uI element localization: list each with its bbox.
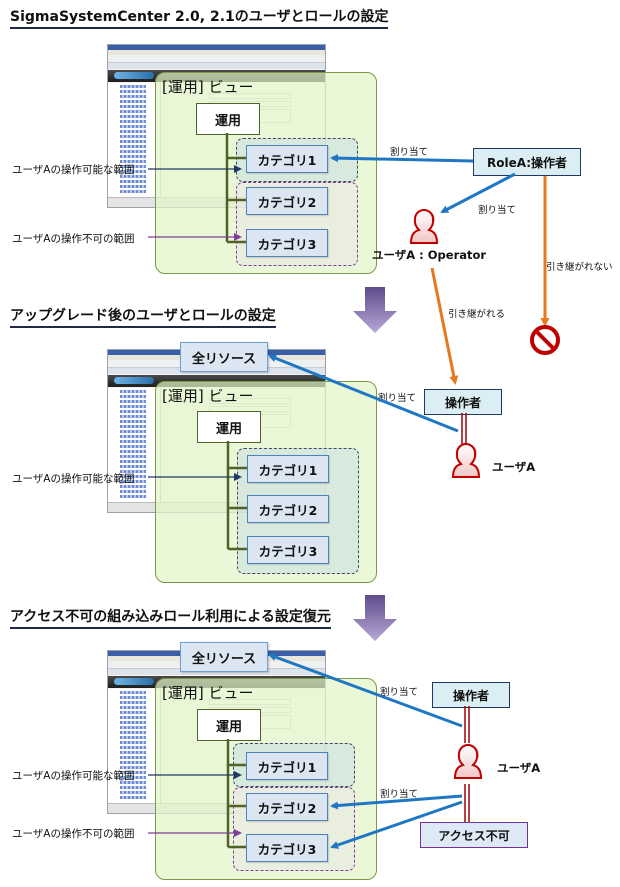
section3-assign-label-2: 割り当て xyxy=(380,789,419,800)
section3-assign-label-1: 割り当て xyxy=(380,687,419,698)
section1-inherited-line xyxy=(430,267,459,385)
section2-category-1[interactable]: カテゴリ1 xyxy=(247,455,329,483)
section3-operable-label: ユーザAの操作可能な範囲 xyxy=(12,770,135,782)
no-entry-icon xyxy=(530,325,560,355)
section1-not-inherited-label: 引き継がれない xyxy=(546,262,613,273)
section3-category-1[interactable]: カテゴリ1 xyxy=(246,752,328,780)
section2-user-label: ユーザA xyxy=(492,460,536,474)
section2-role-note[interactable]: 操作者 xyxy=(424,389,502,415)
sigma-logo-icon xyxy=(114,678,154,685)
sigma-logo-icon xyxy=(114,72,154,79)
section3-role-note[interactable]: 操作者 xyxy=(432,682,510,708)
browser-tree-pane xyxy=(108,689,161,803)
section2-root-node[interactable]: 運用 xyxy=(197,411,261,443)
browser-tree-pane xyxy=(108,388,161,502)
section1-assign-label-2: 割り当て xyxy=(478,205,517,216)
section3-category-2[interactable]: カテゴリ2 xyxy=(246,793,328,821)
section3-all-resources[interactable]: 全リソース xyxy=(180,642,268,672)
section2-role-user-link xyxy=(461,413,467,444)
section3-user-deny-link xyxy=(464,784,470,822)
stage-arrow-2 xyxy=(353,595,397,641)
section1-category-1[interactable]: カテゴリ1 xyxy=(246,145,328,173)
section2-assign-label: 割り当て xyxy=(378,393,417,404)
section2-user-icon xyxy=(451,443,481,478)
section3-category-3[interactable]: カテゴリ3 xyxy=(246,834,328,862)
browser-tree-pane xyxy=(108,83,161,197)
section2-heading: アップグレード後のユーザとロールの設定 xyxy=(10,305,276,328)
section2-all-resources[interactable]: 全リソース xyxy=(180,342,268,372)
section3-user-icon xyxy=(453,744,483,779)
section1-user-label: ユーザA : Operator xyxy=(372,248,487,262)
section1-assign-label-1: 割り当て xyxy=(390,147,429,158)
section3-user-label: ユーザA xyxy=(497,761,541,775)
section1-heading: SigmaSystemCenter 2.0, 2.1のユーザとロールの設定 xyxy=(10,6,389,29)
section3-heading: アクセス不可の組み込みロール利用による設定復元 xyxy=(10,606,331,629)
section1-inherited-label: 引き継がれる xyxy=(448,309,506,320)
section3-role-user-link xyxy=(464,706,470,743)
section2-view-title: [運用] ビュー xyxy=(162,387,254,405)
section3-root-node[interactable]: 運用 xyxy=(197,709,261,741)
sigma-logo-icon xyxy=(114,377,154,384)
section2-category-2[interactable]: カテゴリ2 xyxy=(247,495,329,523)
section1-operable-label: ユーザAの操作可能な範囲 xyxy=(12,164,135,176)
stage-arrow-1 xyxy=(353,287,397,333)
section1-role-note[interactable]: RoleA:操作者 xyxy=(473,148,581,176)
section1-root-node[interactable]: 運用 xyxy=(196,103,260,135)
section3-not-operable-label: ユーザAの操作不可の範囲 xyxy=(12,828,135,840)
section3-deny-note[interactable]: アクセス不可 xyxy=(420,822,528,848)
section3-view-title: [運用] ビュー xyxy=(162,684,254,702)
section2-operable-label: ユーザAの操作可能な範囲 xyxy=(12,473,135,485)
section1-category-2[interactable]: カテゴリ2 xyxy=(246,187,328,215)
section1-category-3[interactable]: カテゴリ3 xyxy=(246,229,328,257)
section1-view-title: [運用] ビュー xyxy=(162,78,254,96)
section2-category-3[interactable]: カテゴリ3 xyxy=(247,536,329,564)
section1-not-operable-label: ユーザAの操作不可の範囲 xyxy=(12,233,135,245)
section1-user-icon xyxy=(409,209,439,244)
